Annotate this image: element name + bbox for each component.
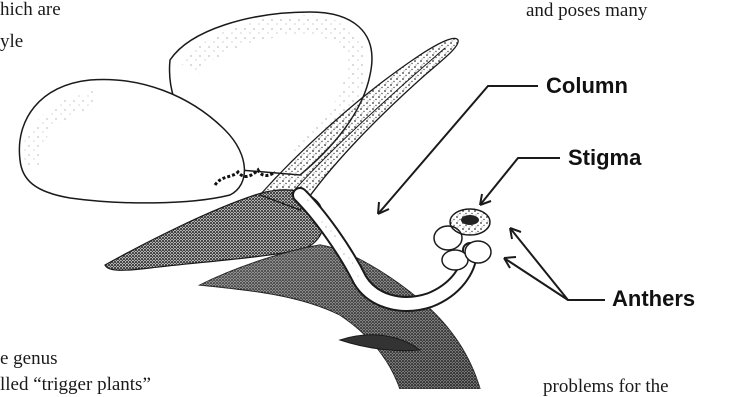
anther-right: [465, 241, 491, 263]
stigma-label: Stigma: [568, 147, 641, 169]
stigma-leader: [480, 158, 560, 205]
anthers-leader: [504, 228, 605, 300]
column-leader: [378, 86, 538, 214]
trigger-plant-flower-illustration: [0, 0, 735, 389]
anther-bottom: [442, 250, 468, 270]
anthers-label: Anthers: [612, 288, 695, 310]
column-label: Column: [546, 75, 628, 97]
